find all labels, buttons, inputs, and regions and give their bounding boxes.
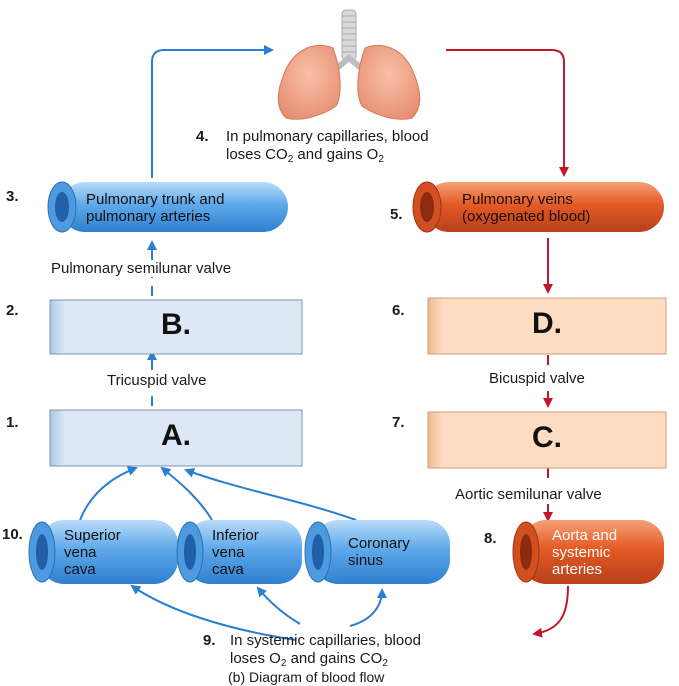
pulmonary-veins-line2: (oxygenated blood) bbox=[462, 208, 591, 225]
figure-caption: (b) Diagram of blood flow bbox=[228, 669, 385, 685]
step-number-6: 6. bbox=[392, 302, 405, 319]
chamber-d-box bbox=[427, 297, 667, 355]
aorta-line2: systemic bbox=[552, 544, 611, 561]
inferior-vena-cava-line1: Inferior bbox=[212, 527, 259, 544]
chamber-b-label: B. bbox=[161, 308, 191, 341]
chamber-c-label: C. bbox=[532, 421, 562, 454]
pulmonary-trunk-label: Pulmonary trunk and pulmonary arteries bbox=[86, 191, 224, 225]
pulmonary-semilunar-valve-label: Pulmonary semilunar valve bbox=[48, 260, 235, 278]
chamber-c-box bbox=[427, 411, 667, 469]
pulmonary-veins-label: Pulmonary veins (oxygenated blood) bbox=[462, 191, 590, 225]
pulmonary-trunk-vessel bbox=[47, 181, 288, 233]
pulmonary-veins-vessel bbox=[412, 181, 664, 233]
flow-arrow-from-lungs bbox=[446, 49, 569, 177]
systemic-capillaries-line2: loses O2 and gains CO2 bbox=[230, 650, 388, 669]
step-number-5: 5. bbox=[390, 206, 403, 223]
pulmonary-veins-line1: Pulmonary veins bbox=[462, 191, 573, 208]
pulmonary-trunk-line1: Pulmonary trunk and bbox=[86, 191, 225, 208]
pulmonary-capillaries-line2: loses CO2 and gains O2 bbox=[226, 146, 384, 165]
aorta-line1: Aorta and bbox=[552, 527, 618, 544]
pulmonary-trunk-line2: pulmonary arteries bbox=[86, 208, 211, 225]
pulmonary-capillaries-line1: In pulmonary capillaries, blood bbox=[226, 128, 429, 145]
superior-vena-cava-line2: vena bbox=[64, 544, 97, 561]
step-number-1: 1. bbox=[6, 414, 19, 431]
flow-arrow-to-lungs bbox=[151, 45, 274, 178]
chamber-d-label: D. bbox=[532, 307, 562, 340]
step-number-8: 8. bbox=[484, 530, 497, 547]
coronary-sinus-label: Coronary sinus bbox=[348, 535, 410, 569]
chamber-b-box bbox=[49, 299, 303, 355]
inferior-vena-cava-line3: cava bbox=[212, 561, 244, 578]
systemic-capillaries-line1: In systemic capillaries, blood bbox=[230, 632, 421, 649]
superior-vena-cava-line1: Superior bbox=[64, 527, 121, 544]
step-number-2: 2. bbox=[6, 302, 19, 319]
superior-vena-cava-vessel bbox=[28, 520, 178, 584]
aortic-semilunar-valve-label: Aortic semilunar valve bbox=[452, 486, 605, 504]
aorta-vessel bbox=[512, 520, 664, 584]
step-number-10: 10. bbox=[2, 526, 23, 543]
chamber-a-label: A. bbox=[161, 419, 191, 452]
inferior-vena-cava-line2: vena bbox=[212, 544, 245, 561]
step-number-3: 3. bbox=[6, 188, 19, 205]
step-number-9: 9. bbox=[203, 632, 216, 649]
inferior-vena-cava-label: Inferior vena cava bbox=[212, 527, 259, 578]
lungs-illustration bbox=[277, 9, 421, 120]
aorta-label: Aorta and systemic arteries bbox=[552, 527, 617, 578]
aorta-line3: arteries bbox=[552, 561, 603, 578]
step-number-7: 7. bbox=[392, 414, 405, 431]
step-number-4: 4. bbox=[196, 128, 209, 145]
coronary-sinus-vessel bbox=[304, 520, 450, 584]
superior-vena-cava-label: Superior vena cava bbox=[64, 527, 121, 578]
bicuspid-valve-label: Bicuspid valve bbox=[486, 370, 588, 388]
coronary-sinus-line2: sinus bbox=[348, 552, 384, 569]
coronary-sinus-line1: Coronary bbox=[348, 535, 410, 552]
systemic-capillaries-text: In systemic capillaries, blood loses O2 … bbox=[230, 632, 421, 669]
tricuspid-valve-label: Tricuspid valve bbox=[104, 372, 210, 390]
pulmonary-capillaries-text: In pulmonary capillaries, blood loses CO… bbox=[226, 128, 429, 165]
superior-vena-cava-line3: cava bbox=[64, 561, 96, 578]
inferior-vena-cava-vessel bbox=[176, 520, 302, 584]
chamber-a-box bbox=[49, 409, 303, 467]
